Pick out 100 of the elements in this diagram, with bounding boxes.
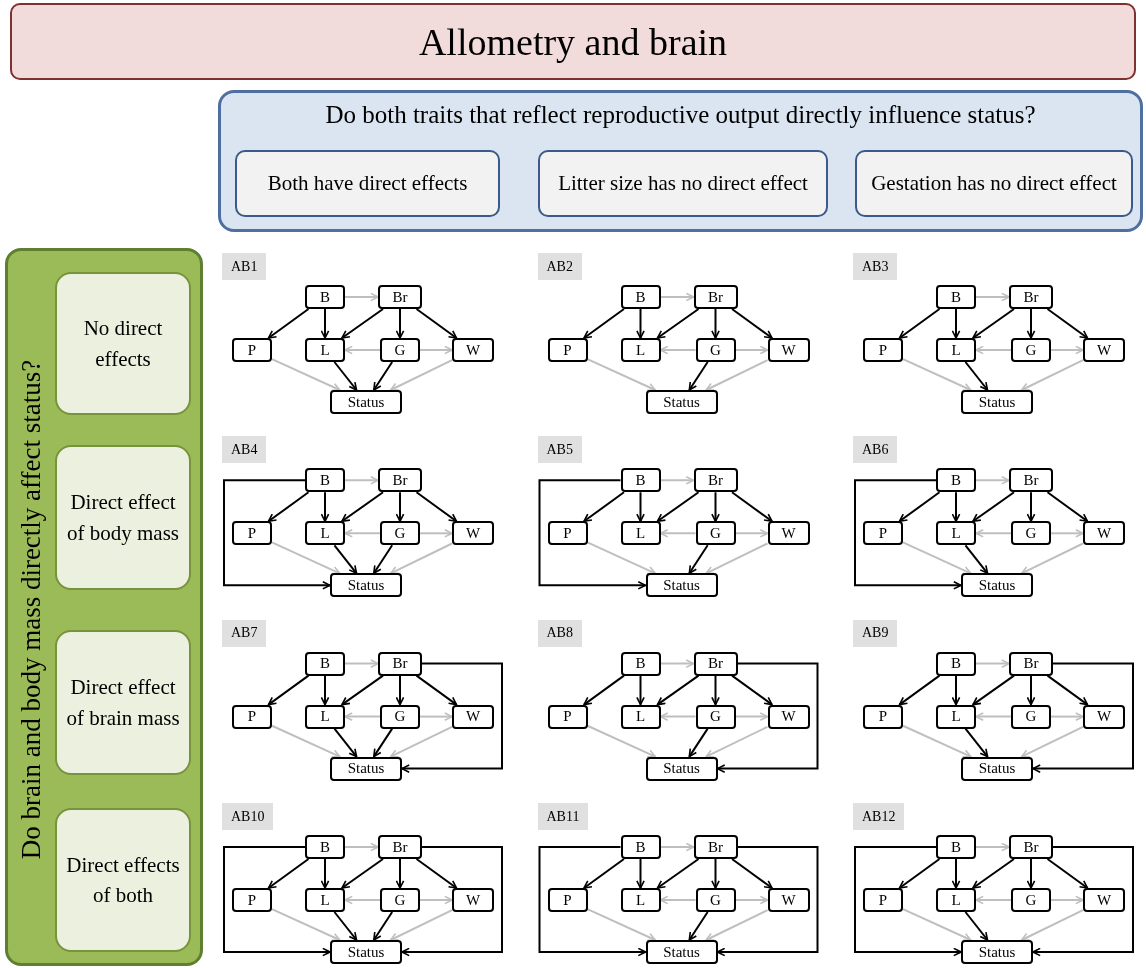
question-panel (218, 90, 1143, 232)
arrow (716, 846, 819, 957)
variable-box: Br (693, 285, 738, 309)
arrow (951, 308, 961, 339)
variable-box: G (695, 888, 736, 912)
title-banner: Allometry and brain (10, 3, 1136, 80)
arrow (975, 528, 1012, 538)
arrow (344, 475, 379, 485)
arrow (659, 712, 697, 721)
variable-box: W (767, 888, 810, 912)
arrow (734, 345, 769, 355)
question-panel (5, 248, 203, 966)
variable-box: Br (378, 285, 422, 309)
arrow (688, 727, 709, 758)
arrow (659, 659, 695, 668)
option-card: Both have direct effects (235, 150, 500, 217)
arrow (1032, 846, 1134, 957)
arrow (389, 909, 453, 941)
variable-box: L (305, 521, 345, 546)
arrow (267, 674, 310, 706)
arrow (636, 858, 645, 889)
arrow (1020, 725, 1084, 758)
variable-box: P (863, 888, 903, 912)
arrow (964, 361, 989, 391)
variable-box: P (232, 521, 272, 546)
arrow (731, 491, 773, 523)
arrow (1046, 308, 1089, 339)
variable-box: W (452, 888, 494, 912)
variable-box: L (620, 338, 661, 362)
variable-box: P (863, 521, 903, 546)
variable-box: G (695, 338, 736, 362)
arrow (586, 724, 657, 758)
arrow (854, 846, 962, 957)
variable-box: W (1083, 704, 1125, 729)
arrow (705, 542, 769, 575)
arrow (372, 911, 394, 941)
arrow (389, 359, 453, 391)
arrow (267, 491, 310, 523)
option-card: Litter size has no direct effect (538, 150, 828, 217)
arrow (731, 858, 773, 889)
variable-box: G (380, 888, 420, 912)
arrow (1046, 674, 1089, 706)
arrow (1020, 909, 1084, 941)
arrow (951, 491, 961, 523)
variable-box: L (936, 338, 976, 362)
arrow (419, 895, 453, 905)
variable-box: B (305, 835, 345, 859)
arrow (659, 842, 695, 852)
arrow (1050, 895, 1084, 905)
arrow (975, 712, 1012, 721)
arrow (1020, 359, 1084, 391)
arrow (711, 858, 720, 889)
variable-box: Status (330, 756, 402, 781)
variable-box: Status (961, 573, 1033, 598)
arrow (415, 491, 458, 523)
arrow (688, 361, 709, 391)
variable-box: Status (330, 573, 402, 598)
arrow (401, 846, 503, 957)
variable-box: B (936, 468, 976, 493)
arrow (705, 909, 769, 941)
arrow (333, 544, 358, 575)
arrow (972, 308, 1015, 339)
arrow (898, 674, 941, 706)
panel-tag: AB10 (222, 803, 274, 830)
variable-box: P (547, 704, 588, 729)
option-card: Direct effect of body mass (55, 445, 191, 590)
arrow (271, 724, 341, 758)
variable-box: B (620, 285, 661, 309)
arrow (659, 528, 697, 538)
variable-box: P (547, 338, 588, 362)
arrow (951, 858, 961, 889)
variable-box: G (1011, 888, 1051, 912)
panel-tag: AB3 (853, 253, 898, 280)
arrow (333, 727, 358, 758)
variable-box: P (547, 888, 588, 912)
arrow (636, 491, 645, 523)
arrow (972, 674, 1015, 706)
panel-tag: AB2 (537, 253, 582, 280)
arrow (320, 308, 330, 339)
variable-box: Status (330, 390, 402, 414)
arrow (902, 724, 972, 758)
arrow (583, 308, 625, 339)
arrow (372, 727, 394, 758)
variable-box: G (1011, 521, 1051, 546)
option-card: Direct effect of brain mass (55, 630, 191, 775)
variable-box: Status (961, 940, 1033, 964)
arrow (711, 308, 720, 339)
variable-box: L (936, 888, 976, 912)
arrow (344, 842, 379, 852)
variable-box: G (380, 704, 420, 729)
variable-box: B (305, 468, 345, 493)
variable-box: L (305, 704, 345, 729)
variable-box: Br (693, 651, 738, 676)
variable-box: P (232, 888, 272, 912)
arrow (854, 479, 962, 590)
arrow (688, 544, 709, 575)
variable-box: Br (1009, 651, 1053, 676)
variable-box: P (232, 338, 272, 362)
panel-tag: AB5 (537, 436, 582, 464)
arrow (344, 712, 381, 721)
